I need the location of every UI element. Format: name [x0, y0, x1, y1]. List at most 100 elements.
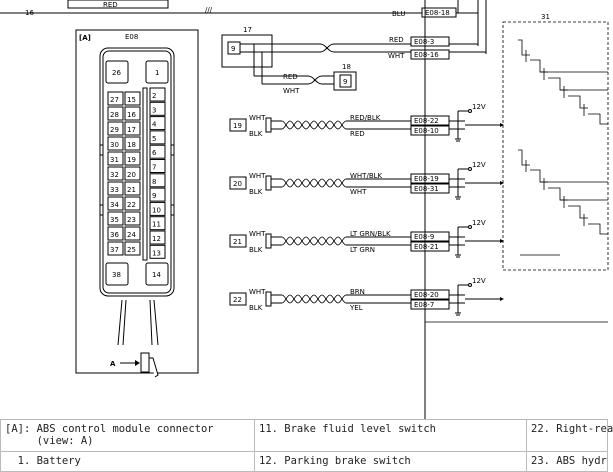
- pin-cell: [149, 216, 166, 231]
- sensor-id: 20: [233, 180, 242, 188]
- sensor-id: 21: [233, 238, 242, 246]
- pin-e08-16: E08-16: [414, 51, 439, 59]
- sensor-box: [229, 234, 247, 248]
- pin-cell: [149, 187, 166, 202]
- sensor-wire-label: BLK: [249, 304, 263, 312]
- sensor-wire-label: WHT: [350, 188, 367, 196]
- pin-cell: [107, 211, 124, 226]
- supply-voltage: 12V: [472, 103, 486, 111]
- pin-number: 17: [127, 126, 136, 134]
- pin-cell: [124, 211, 141, 226]
- view-label: [A]: [79, 34, 91, 42]
- legend-cell: 11. Brake fluid level switch: [254, 419, 527, 452]
- pin-number: 10: [152, 206, 161, 214]
- pin-number: 4: [152, 121, 157, 129]
- pin-cell: [149, 230, 166, 245]
- top-red-label: RED: [103, 1, 118, 9]
- sensor-wire-label: LT GRN/BLK: [350, 230, 391, 238]
- connector-pin-label: E08-21: [414, 243, 439, 251]
- pin-cell: [124, 91, 141, 106]
- pin-number: 33: [110, 186, 119, 194]
- pin-number: 24: [127, 231, 136, 239]
- pin-number: 27: [110, 96, 119, 104]
- legend-row: [A]: ABS control module connector (view:…: [0, 419, 613, 452]
- sensor-box: [229, 292, 247, 306]
- pin-number: 12: [152, 235, 161, 243]
- pin-number: 32: [110, 171, 119, 179]
- pin-cell: [124, 166, 141, 181]
- label-18: 18: [342, 63, 351, 71]
- sensor-wire-label: WHT: [249, 172, 266, 180]
- pin-cell: [149, 144, 166, 159]
- pin-number: 2: [152, 92, 156, 100]
- top-blu-label: BLU: [392, 10, 405, 18]
- pin-cell: [124, 136, 141, 151]
- pin-cell: [149, 130, 166, 145]
- wheel-speed-sensors: 19WHTBLKRED/BLKREDE08-22E08-1012V20WHTBL…: [229, 103, 504, 316]
- pin-cell: [107, 91, 124, 106]
- legend-table: [A]: ABS control module connector (view:…: [0, 419, 613, 472]
- pin-e08-18: E08-18: [425, 9, 450, 17]
- connector-pin-label: E08-22: [414, 117, 439, 125]
- pin-cell: [124, 106, 141, 121]
- legend-cell: 12. Parking brake switch: [254, 451, 527, 472]
- legend-cell: 1. Battery: [0, 451, 255, 472]
- pin-number: 36: [110, 231, 119, 239]
- legend-cell: 22. Right-rea: [526, 419, 613, 452]
- sensor-wire-label: YEL: [349, 304, 363, 312]
- pin-number: 11: [152, 221, 161, 229]
- label-16: 16: [25, 9, 34, 17]
- box18-pin: 9: [343, 78, 347, 86]
- pin-cell: [107, 196, 124, 211]
- connector-id: E08: [125, 33, 138, 41]
- pin-number: 13: [152, 249, 161, 257]
- pin-number: 30: [110, 141, 119, 149]
- pin-cell: [149, 173, 166, 188]
- box17-pin: 9: [231, 45, 235, 53]
- pin-26: 26: [112, 69, 121, 77]
- sensor-box: [229, 176, 247, 190]
- sensor-id: 22: [233, 296, 242, 304]
- pin-number: 25: [127, 246, 136, 254]
- pin-cell: [124, 226, 141, 241]
- pin-number: 9: [152, 192, 156, 200]
- pin-number: 35: [110, 216, 119, 224]
- pin-cell: [149, 244, 166, 259]
- pin-number: 15: [127, 96, 136, 104]
- pin-number: 20: [127, 171, 136, 179]
- top-wiring: [0, 0, 487, 420]
- pin-cell: [107, 136, 124, 151]
- pin-number: 8: [152, 178, 156, 186]
- sensor-wire-label: WHT: [249, 288, 266, 296]
- connector-pin-label: E08-7: [414, 301, 434, 309]
- pin-number: 37: [110, 246, 119, 254]
- sensor-box: [229, 118, 247, 132]
- legend-row: 1. Battery 12. Parking brake switch 23. …: [0, 451, 608, 472]
- pin-cell: [107, 241, 124, 256]
- label-17: 17: [243, 26, 252, 34]
- supply-voltage: 12V: [472, 277, 486, 285]
- pin-cell: [107, 106, 124, 121]
- pin-cell: [107, 166, 124, 181]
- pin-cell: [107, 151, 124, 166]
- pin-cell: [149, 201, 166, 216]
- sensor-wire-label: RED: [350, 130, 365, 138]
- pin-cell: [149, 101, 166, 116]
- sensor-wire-label: WHT: [249, 230, 266, 238]
- pin-cell: [107, 226, 124, 241]
- sensor-wire-label: BLK: [249, 246, 263, 254]
- pin-number: 6: [152, 149, 157, 157]
- sensor-wire-label: WHT/BLK: [350, 172, 383, 180]
- sensor-id: 19: [233, 122, 242, 130]
- pin-e08-3: E08-3: [414, 38, 434, 46]
- pin-cell: [124, 196, 141, 211]
- pin-number: 31: [110, 156, 119, 164]
- legend-cell: [A]: ABS control module connector (view:…: [0, 419, 255, 452]
- pin-cell: [124, 121, 141, 136]
- supply-voltage: 12V: [472, 161, 486, 169]
- pin-number: 22: [127, 201, 136, 209]
